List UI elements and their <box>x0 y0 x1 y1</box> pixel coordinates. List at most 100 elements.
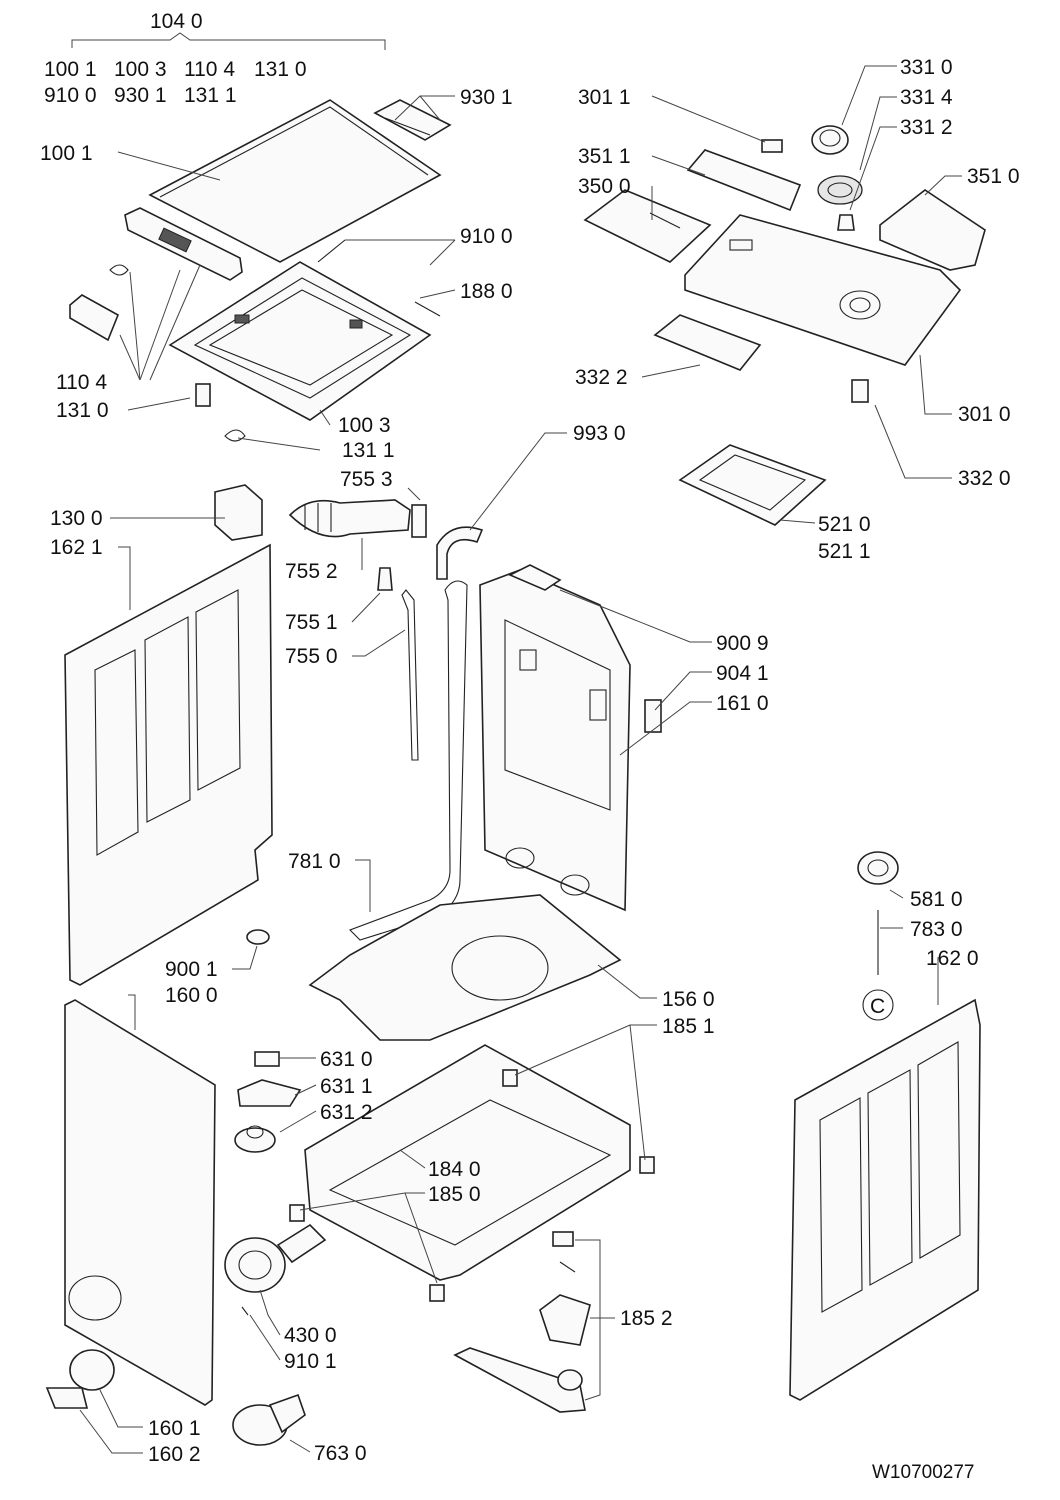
lid-handle <box>69 294 120 342</box>
callout-185-2: 185 2 <box>620 1307 673 1330</box>
foot-185-1-b <box>639 1156 655 1174</box>
knob-581-0 <box>857 851 899 885</box>
callout-350-0: 350 0 <box>578 175 631 198</box>
callout-781-0: 781 0 <box>288 850 341 873</box>
callout-910-0: 910 0 <box>460 225 513 248</box>
callout-162-1: 162 1 <box>50 536 103 559</box>
button-cap-301-1 <box>761 139 783 153</box>
callout-900-9: 900 9 <box>716 632 769 655</box>
callout-904-1: 904 1 <box>716 662 769 685</box>
base-156-0 <box>308 894 622 1041</box>
callout-130-0: 130 0 <box>50 507 103 530</box>
callout-188-0: 188 0 <box>460 280 513 303</box>
callout-185-0: 185 0 <box>428 1183 481 1206</box>
selector-332-0 <box>851 379 869 403</box>
callout-351-0: 351 0 <box>967 165 1020 188</box>
callout-930-1: 930 1 <box>460 86 513 109</box>
frame-184-0 <box>304 1044 631 1281</box>
callout-351-1: 351 1 <box>578 145 631 168</box>
callout-160-2: 160 2 <box>148 1443 201 1466</box>
group-row2-item2: 930 1 <box>114 84 167 107</box>
callout-100-3: 100 3 <box>338 414 391 437</box>
part-631-0 <box>254 1051 280 1067</box>
knob-ring-331-4 <box>817 175 863 205</box>
foot-185-1-a <box>502 1069 518 1087</box>
pump-430-0 <box>224 1223 327 1293</box>
group-row2-item1: 910 0 <box>44 84 97 107</box>
hinge-strip <box>373 99 452 141</box>
callout-131-0: 131 0 <box>56 399 109 422</box>
knob-shaft-331-2 <box>837 214 855 231</box>
callout-185-1: 185 1 <box>662 1015 715 1038</box>
drawing-id: W10700277 <box>872 1462 974 1483</box>
callout-332-2: 332 2 <box>575 366 628 389</box>
hose-elbow-993-0 <box>436 526 484 580</box>
rear-panel-161-0 <box>479 569 631 912</box>
foot-185-0-b <box>429 1284 445 1302</box>
callout-581-0: 581 0 <box>910 888 963 911</box>
callout-755-0: 755 0 <box>285 645 338 668</box>
base-tray-521-0 <box>678 444 827 526</box>
callout-131-1: 131 1 <box>342 439 395 462</box>
callout-156-0: 156 0 <box>662 988 715 1011</box>
filter-door-160-1 <box>69 1349 115 1391</box>
hose-755-2 <box>288 499 411 538</box>
callout-161-0: 161 0 <box>716 692 769 715</box>
clip-904-1 <box>644 699 662 733</box>
group-header: 104 0 100 1 100 3 110 4 131 0 910 0 930 … <box>44 10 386 107</box>
callout-332-0: 332 0 <box>958 467 1011 490</box>
button-block-332-2 <box>653 314 762 371</box>
part-631-1 <box>237 1079 302 1107</box>
spring-clip <box>109 264 129 276</box>
group-row1-item4: 131 0 <box>254 58 307 81</box>
group-row1-item2: 100 3 <box>114 58 167 81</box>
door-hinge-160-2 <box>45 1387 89 1409</box>
filter-763-0 <box>232 1393 306 1446</box>
pin-185-2 <box>559 1261 576 1273</box>
clip-185-2-a <box>552 1231 574 1247</box>
front-panel-160-0 <box>64 999 216 1406</box>
module-130-0 <box>214 484 263 541</box>
circle-marker: C <box>862 989 894 1021</box>
callout-521-1: 521 1 <box>818 540 871 563</box>
bracket-185-2 <box>539 1294 591 1346</box>
group-row2-item3: 131 1 <box>184 84 237 107</box>
clip-755-3 <box>411 504 427 538</box>
cap-900-1 <box>246 929 270 945</box>
callout-331-4: 331 4 <box>900 86 953 109</box>
side-panel-162-0 <box>789 998 981 1401</box>
callout-162-0: 162 0 <box>926 947 979 970</box>
leader-lines <box>79 65 962 1454</box>
bracket-351-1 <box>686 149 802 212</box>
callout-755-2: 755 2 <box>285 560 338 583</box>
callout-301-1: 301 1 <box>578 86 631 109</box>
callout-521-0: 521 0 <box>818 513 871 536</box>
callout-783-0: 783 0 <box>910 918 963 941</box>
callout-993-0: 993 0 <box>573 422 626 445</box>
group-header-label: 104 0 <box>150 10 203 33</box>
bracket-351-0 <box>879 189 986 271</box>
side-panel-162-1 <box>64 543 273 986</box>
callout-755-1: 755 1 <box>285 611 338 634</box>
fitting-755-1 <box>377 567 393 591</box>
lid-spring <box>224 429 246 442</box>
callout-910-1: 910 1 <box>284 1350 337 1373</box>
callout-160-1: 160 1 <box>148 1417 201 1440</box>
top-lid <box>148 99 442 263</box>
callout-631-1: 631 1 <box>320 1075 373 1098</box>
callout-184-0: 184 0 <box>428 1158 481 1181</box>
callout-430-0: 430 0 <box>284 1324 337 1347</box>
circle-marker-label: C <box>870 995 885 1018</box>
connector-900-9 <box>508 564 562 591</box>
callout-160-0: 160 0 <box>165 984 218 1007</box>
knob-331-0 <box>811 125 849 155</box>
callout-labels: 100 1 110 4 131 0 131 1 100 3 930 1 910 … <box>40 56 1020 1466</box>
top-frame <box>168 261 432 421</box>
part-631-2 <box>234 1125 276 1153</box>
callout-110-4: 110 4 <box>56 371 107 394</box>
callout-100-1: 100 1 <box>40 142 93 165</box>
arm-185-2 <box>453 1347 586 1413</box>
front-trim <box>124 207 243 281</box>
callout-763-0: 763 0 <box>314 1442 367 1465</box>
callout-631-0: 631 0 <box>320 1048 373 1071</box>
